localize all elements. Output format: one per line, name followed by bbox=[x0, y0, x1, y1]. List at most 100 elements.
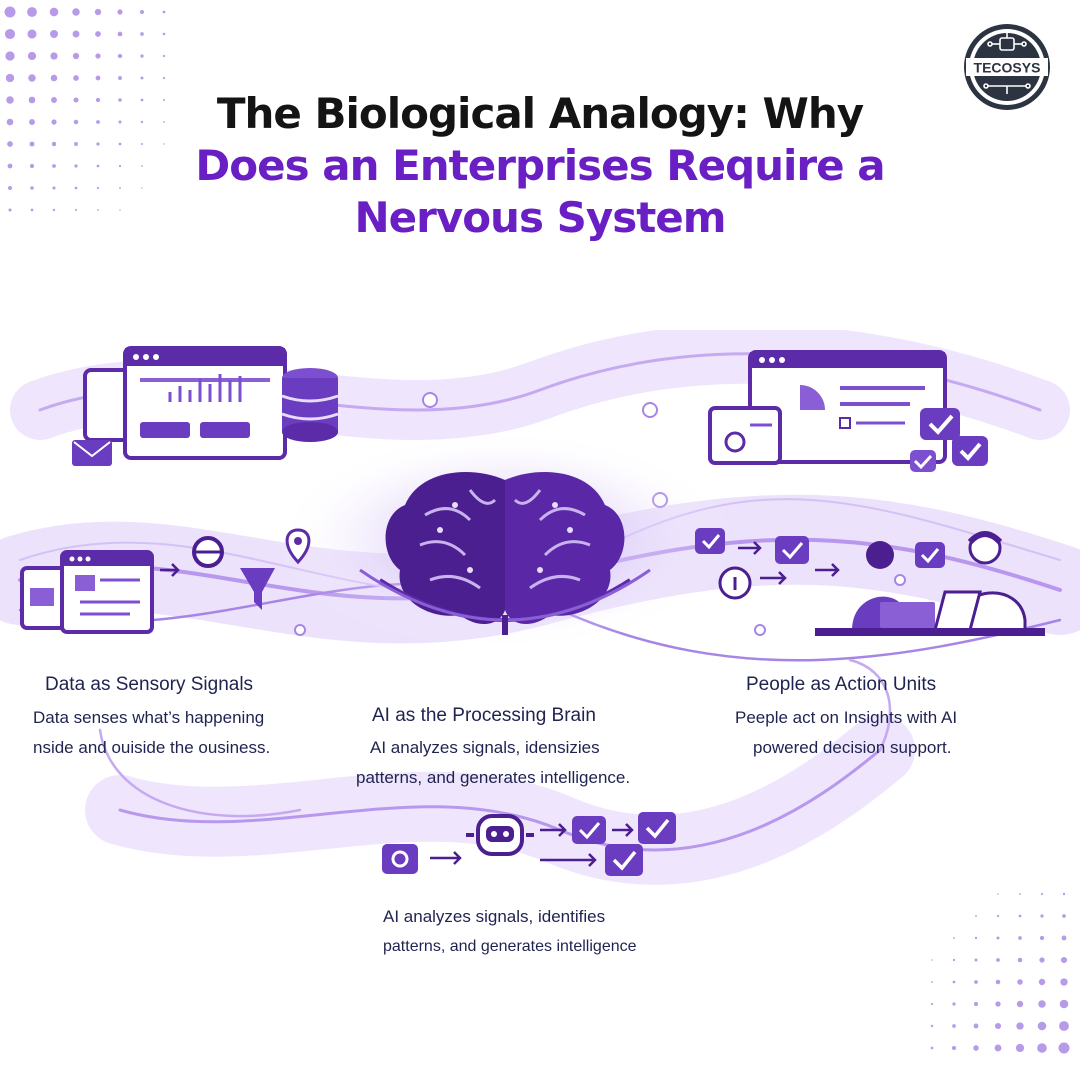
decor-dot bbox=[96, 120, 100, 124]
decor-dot bbox=[118, 120, 122, 124]
decor-dot bbox=[140, 10, 144, 14]
decor-dot bbox=[72, 52, 80, 60]
decor-dot bbox=[96, 142, 100, 146]
people-section-heading: People as Action Units bbox=[746, 674, 937, 695]
decor-dot bbox=[96, 186, 100, 190]
decor-dot bbox=[140, 54, 144, 58]
page-title: The Biological Analogy: Why Does an Ente… bbox=[0, 88, 1080, 244]
decor-dot bbox=[97, 209, 99, 211]
decor-dot bbox=[996, 936, 1000, 940]
decor-dot bbox=[1059, 999, 1069, 1009]
bottom-section-body-line2: patterns, and generates intelligence bbox=[383, 938, 637, 955]
decor-dot bbox=[118, 142, 122, 146]
decor-dot bbox=[1037, 1021, 1047, 1031]
bottom-section-body: AI analyzes signals, identifies patterns… bbox=[383, 902, 637, 962]
decor-dot bbox=[29, 119, 35, 125]
decor-dot bbox=[29, 141, 35, 147]
checkmark-badges-icon bbox=[910, 408, 988, 472]
decor-dot bbox=[1061, 935, 1067, 941]
decor-dot bbox=[73, 75, 79, 81]
decor-dot bbox=[6, 118, 14, 126]
ai-section-body-line2: patterns, and generates intelligence. bbox=[356, 768, 631, 787]
decor-dot bbox=[996, 958, 1000, 962]
decor-dot bbox=[74, 186, 78, 190]
decor-dot bbox=[95, 75, 101, 81]
decor-dot bbox=[1060, 956, 1068, 964]
decor-dot bbox=[96, 164, 100, 168]
decor-dot bbox=[997, 893, 999, 895]
decor-dot bbox=[1019, 893, 1021, 895]
decor-dot bbox=[73, 97, 79, 103]
decor-dot bbox=[119, 209, 121, 211]
decor-dot bbox=[1062, 914, 1066, 918]
decor-dot bbox=[140, 120, 144, 124]
data-section-body: Data senses what’s happening nside and o… bbox=[33, 703, 270, 763]
decor-dot bbox=[141, 165, 143, 167]
decor-dot bbox=[50, 30, 58, 38]
decor-dot bbox=[51, 141, 57, 147]
decor-dot bbox=[163, 121, 165, 123]
decor-dot bbox=[1018, 936, 1022, 940]
report-window-icon bbox=[708, 350, 947, 465]
decor-dot bbox=[1017, 979, 1023, 985]
decor-dot bbox=[995, 979, 1001, 985]
decor-dot bbox=[50, 74, 58, 82]
database-icon bbox=[281, 368, 339, 442]
decor-dot bbox=[1058, 1042, 1070, 1054]
circuit-chip-icon bbox=[983, 32, 1031, 94]
bottom-section-body-line1: AI analyzes signals, identifies bbox=[383, 907, 606, 926]
decor-dot bbox=[51, 97, 57, 103]
data-section-body-line2: nside and ouiside the ousiness. bbox=[33, 738, 271, 757]
decor-dot bbox=[974, 980, 978, 984]
decor-dot bbox=[119, 187, 121, 189]
decor-dot bbox=[1038, 1000, 1046, 1008]
decor-dot bbox=[49, 7, 59, 17]
decor-dot bbox=[162, 32, 166, 36]
decor-dot bbox=[27, 7, 37, 17]
decor-dot bbox=[74, 208, 78, 212]
decor-dot bbox=[52, 164, 56, 168]
people-section-body-line2: powered decision support. bbox=[753, 738, 952, 757]
decor-dot bbox=[6, 96, 14, 104]
people-section-body-line1: Peeple act on Insights with AI bbox=[735, 708, 958, 727]
decor-dot bbox=[163, 143, 165, 145]
decor-dot bbox=[1016, 1000, 1024, 1008]
decor-dot bbox=[30, 208, 34, 212]
decor-dot bbox=[95, 53, 101, 59]
decor-dot bbox=[1039, 957, 1045, 963]
decor-dot bbox=[95, 97, 101, 103]
decor-dot bbox=[8, 208, 12, 212]
ai-automation-flow bbox=[382, 812, 676, 876]
decor-dot bbox=[4, 28, 16, 40]
decor-dot bbox=[974, 936, 978, 940]
decor-dot bbox=[118, 98, 122, 102]
decor-dot bbox=[952, 980, 956, 984]
decor-dot bbox=[931, 959, 933, 961]
decor-dot bbox=[29, 163, 35, 169]
ai-section-heading: AI as the Processing Brain bbox=[372, 705, 596, 726]
decor-dot bbox=[995, 1001, 1001, 1007]
decor-dot bbox=[117, 31, 123, 37]
decor-dot bbox=[8, 186, 12, 190]
decor-dot bbox=[952, 1024, 956, 1028]
ai-section-body-line1: AI analyzes signals, idensizies bbox=[370, 738, 600, 757]
robot-icon bbox=[466, 814, 534, 856]
decor-dot bbox=[1016, 1022, 1024, 1030]
decor-dot bbox=[1038, 978, 1046, 986]
decor-dot bbox=[140, 76, 144, 80]
decor-dot bbox=[163, 99, 165, 101]
decor-dot bbox=[52, 186, 56, 190]
decor-dot bbox=[27, 51, 37, 61]
decor-dot bbox=[30, 186, 34, 190]
decor-dot bbox=[1059, 1021, 1069, 1031]
decor-dot bbox=[951, 1045, 957, 1051]
title-line-2: Does an Enterprises Require a bbox=[195, 141, 885, 190]
nervous-system-illustration bbox=[0, 330, 1080, 885]
ai-section-body: AI analyzes signals, idensizies patterns… bbox=[356, 733, 630, 793]
decor-dot bbox=[930, 1024, 934, 1028]
decor-dot bbox=[952, 1002, 956, 1006]
decor-dot bbox=[95, 31, 101, 37]
decor-dot bbox=[73, 119, 79, 125]
decor-dot bbox=[74, 142, 78, 146]
decor-dot bbox=[952, 958, 956, 962]
